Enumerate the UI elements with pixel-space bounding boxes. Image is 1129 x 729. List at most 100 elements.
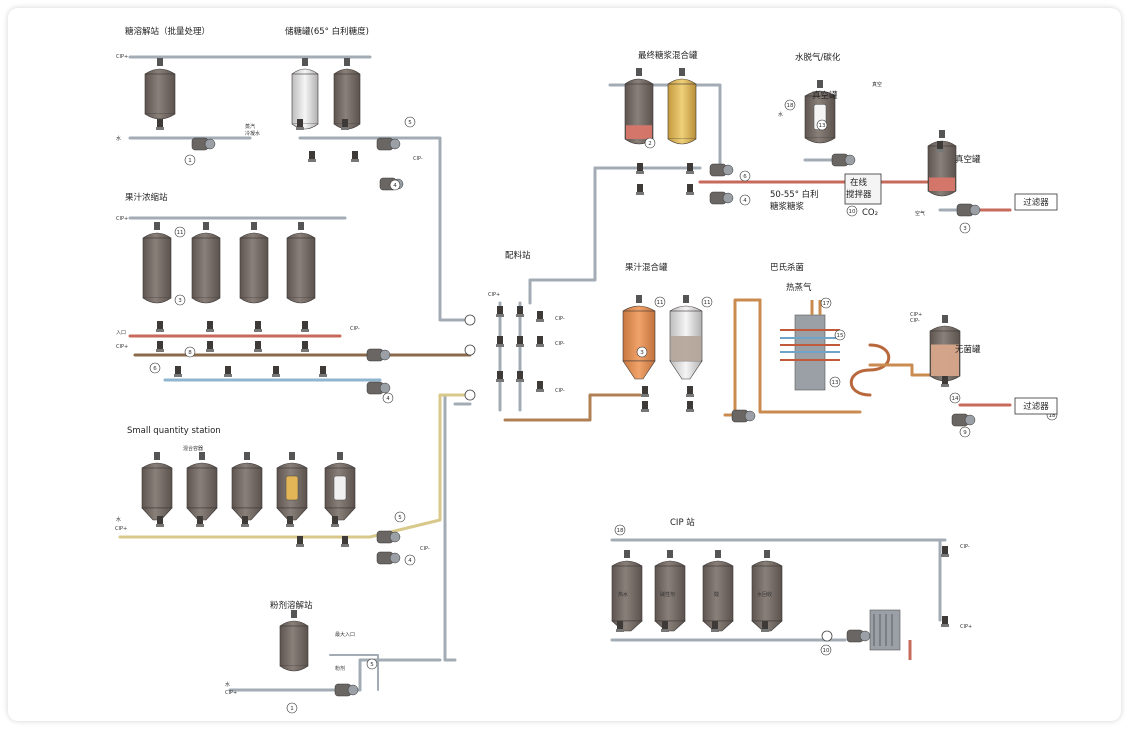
callout-30: 11 bbox=[175, 227, 185, 237]
juice-mix-pump bbox=[732, 410, 755, 422]
juice-concentrate-tank-2 bbox=[192, 222, 220, 303]
svg-text:6: 6 bbox=[743, 174, 747, 180]
cip-tank-2 bbox=[655, 550, 685, 631]
callout-6: 4 bbox=[383, 393, 393, 403]
valve-49 bbox=[936, 141, 944, 152]
juicemix-to-pasteur-line bbox=[725, 300, 760, 415]
label-inline-mixer-2: 搅拌器 bbox=[846, 189, 872, 200]
small-quantity-tank-1 bbox=[142, 452, 172, 520]
small-quantity-tank-5 bbox=[325, 452, 355, 520]
svg-text:4: 4 bbox=[393, 183, 397, 189]
svg-text:1: 1 bbox=[290, 706, 294, 712]
valve-20 bbox=[496, 336, 504, 347]
sugar-storage-tank-2 bbox=[334, 58, 360, 129]
svg-text:11: 11 bbox=[704, 300, 711, 306]
title-juice-mix: 果汁混合罐 bbox=[625, 262, 668, 273]
valve-18 bbox=[496, 306, 504, 317]
juice-pump-2 bbox=[367, 382, 390, 394]
svg-text:11: 11 bbox=[177, 230, 184, 236]
label-cip-tank-1: 热水 bbox=[618, 591, 628, 598]
valve-10 bbox=[156, 341, 164, 352]
callout-26: 9 bbox=[960, 427, 970, 437]
title-small-quantity: Small quantity station bbox=[127, 426, 221, 436]
svg-text:13: 13 bbox=[819, 123, 826, 129]
valve-27 bbox=[636, 163, 644, 174]
valve-17 bbox=[319, 366, 327, 377]
cip-tank-4 bbox=[752, 550, 782, 631]
valve-6 bbox=[156, 321, 164, 332]
title-batching: 配料站 bbox=[505, 250, 531, 261]
label-co2: CO₂ bbox=[862, 208, 878, 218]
valve-19 bbox=[516, 306, 524, 317]
callout-3: 4 bbox=[390, 180, 400, 190]
svg-text:4: 4 bbox=[386, 396, 390, 402]
label-cip-tank-2: 碱性剂 bbox=[660, 591, 675, 598]
vacuum-pump bbox=[832, 154, 855, 166]
valve-2 bbox=[296, 119, 304, 130]
label-condensate: 冷凝水 bbox=[245, 130, 260, 137]
callout-16: 13 bbox=[817, 120, 827, 130]
callout-19: 3 bbox=[637, 347, 647, 357]
valve-38 bbox=[286, 516, 294, 527]
valve-36 bbox=[196, 516, 204, 527]
valve-7 bbox=[206, 321, 214, 332]
callout-22: 15 bbox=[835, 330, 845, 340]
powder-dissolve-tank bbox=[280, 610, 308, 671]
valve-43 bbox=[661, 621, 669, 632]
valve-14 bbox=[174, 366, 182, 377]
svg-text:11: 11 bbox=[657, 300, 664, 306]
syrup-pump-2 bbox=[710, 192, 733, 204]
label-cip-tank-3: 酸 bbox=[714, 591, 719, 598]
svg-text:2: 2 bbox=[648, 141, 652, 147]
cip-label-14: CIP+ bbox=[960, 624, 972, 630]
cip-label-1: CIP+ bbox=[116, 54, 128, 60]
valve-23 bbox=[516, 371, 524, 382]
label-powder: 粉剂 bbox=[335, 665, 345, 672]
sugar-to-batching-line bbox=[300, 138, 470, 320]
juice-concentrate-tank-1 bbox=[143, 222, 171, 303]
syrup-pump-1 bbox=[710, 164, 733, 176]
label-vent: 真空 bbox=[872, 81, 882, 88]
title-vacuum-tank-1: 真空罐 bbox=[812, 90, 838, 101]
callout-5: 8 bbox=[185, 347, 195, 357]
valve-44 bbox=[711, 621, 719, 632]
title-sugar-dissolve: 糖溶解站（批量处理） bbox=[125, 26, 210, 37]
svg-text:15: 15 bbox=[837, 333, 844, 339]
powder-pump bbox=[335, 684, 358, 696]
filter-label-1: 过滤器 bbox=[1023, 197, 1049, 208]
callout-21: 11 bbox=[702, 297, 712, 307]
valve-26 bbox=[536, 381, 544, 392]
label-air: 空气 bbox=[915, 210, 925, 217]
cip-tank-1 bbox=[612, 550, 642, 631]
svg-text:3: 3 bbox=[178, 298, 182, 304]
cip-label-10: CIP- bbox=[555, 316, 565, 322]
small-quantity-tank-2 bbox=[187, 452, 217, 520]
small-qty-pump-2 bbox=[377, 552, 400, 564]
sugar-storage-tank-1 bbox=[292, 58, 318, 129]
svg-text:10: 10 bbox=[849, 209, 856, 215]
valve-5 bbox=[351, 151, 359, 162]
label-water-2: 水 bbox=[116, 516, 121, 523]
valve-3 bbox=[341, 119, 349, 130]
filter-label-2: 过滤器 bbox=[1023, 401, 1049, 412]
valve-29 bbox=[636, 184, 644, 195]
callout-12: 2 bbox=[645, 138, 655, 148]
valve-34 bbox=[686, 401, 694, 412]
cip-label-8: CIP+ bbox=[225, 690, 237, 696]
svg-text:14: 14 bbox=[952, 396, 959, 402]
svg-text:1: 1 bbox=[188, 158, 192, 164]
callout-14: 4 bbox=[740, 195, 750, 205]
valve-40 bbox=[296, 536, 304, 547]
callout-2: 5 bbox=[405, 117, 415, 127]
valve-47 bbox=[941, 616, 949, 627]
title-pasteurize: 巴氏杀菌 bbox=[770, 262, 804, 273]
cip-label-6: CIP+ bbox=[115, 526, 127, 532]
juice-mix-tank-2 bbox=[670, 295, 702, 379]
valve-11 bbox=[206, 341, 214, 352]
valve-12 bbox=[254, 341, 262, 352]
final-syrup-tank-2 bbox=[668, 68, 696, 144]
svg-text:10: 10 bbox=[823, 648, 830, 654]
sugar-dissolve-tank bbox=[145, 58, 175, 119]
svg-text:9: 9 bbox=[963, 430, 967, 436]
svg-text:4: 4 bbox=[743, 198, 747, 204]
